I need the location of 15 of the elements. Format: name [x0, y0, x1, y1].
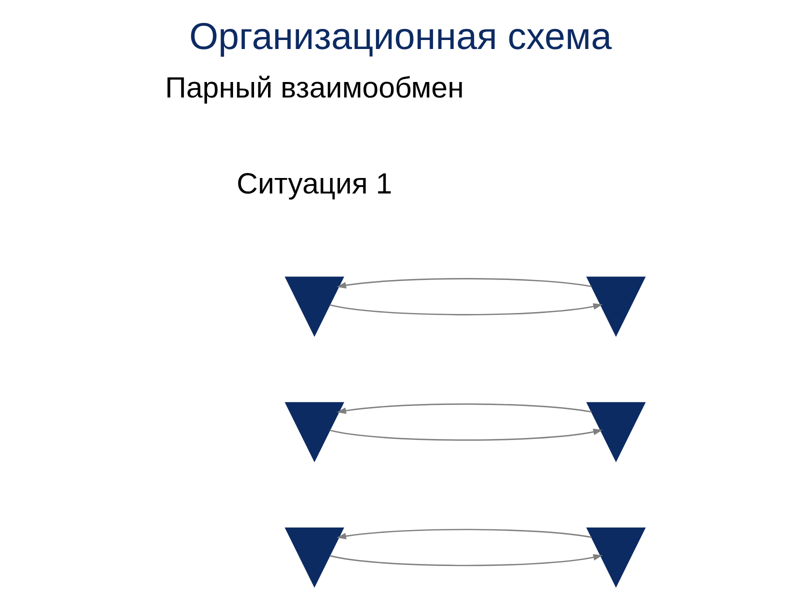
- arrow: [336, 403, 592, 414]
- node-person: [586, 402, 646, 462]
- arrow: [329, 303, 602, 316]
- diagram-title: Организационная схема: [188, 15, 612, 58]
- arrow: [336, 528, 592, 540]
- node-person: [586, 276, 646, 337]
- label: Парный взаимообмен: [164, 71, 464, 104]
- arrow: [329, 428, 602, 441]
- node-person: [284, 276, 344, 337]
- node-person: [586, 527, 646, 588]
- arrow: [336, 278, 592, 288]
- node-person: [284, 527, 344, 588]
- node-person: [284, 402, 344, 462]
- arrow: [329, 554, 602, 566]
- label: Ситуация 1: [236, 167, 392, 200]
